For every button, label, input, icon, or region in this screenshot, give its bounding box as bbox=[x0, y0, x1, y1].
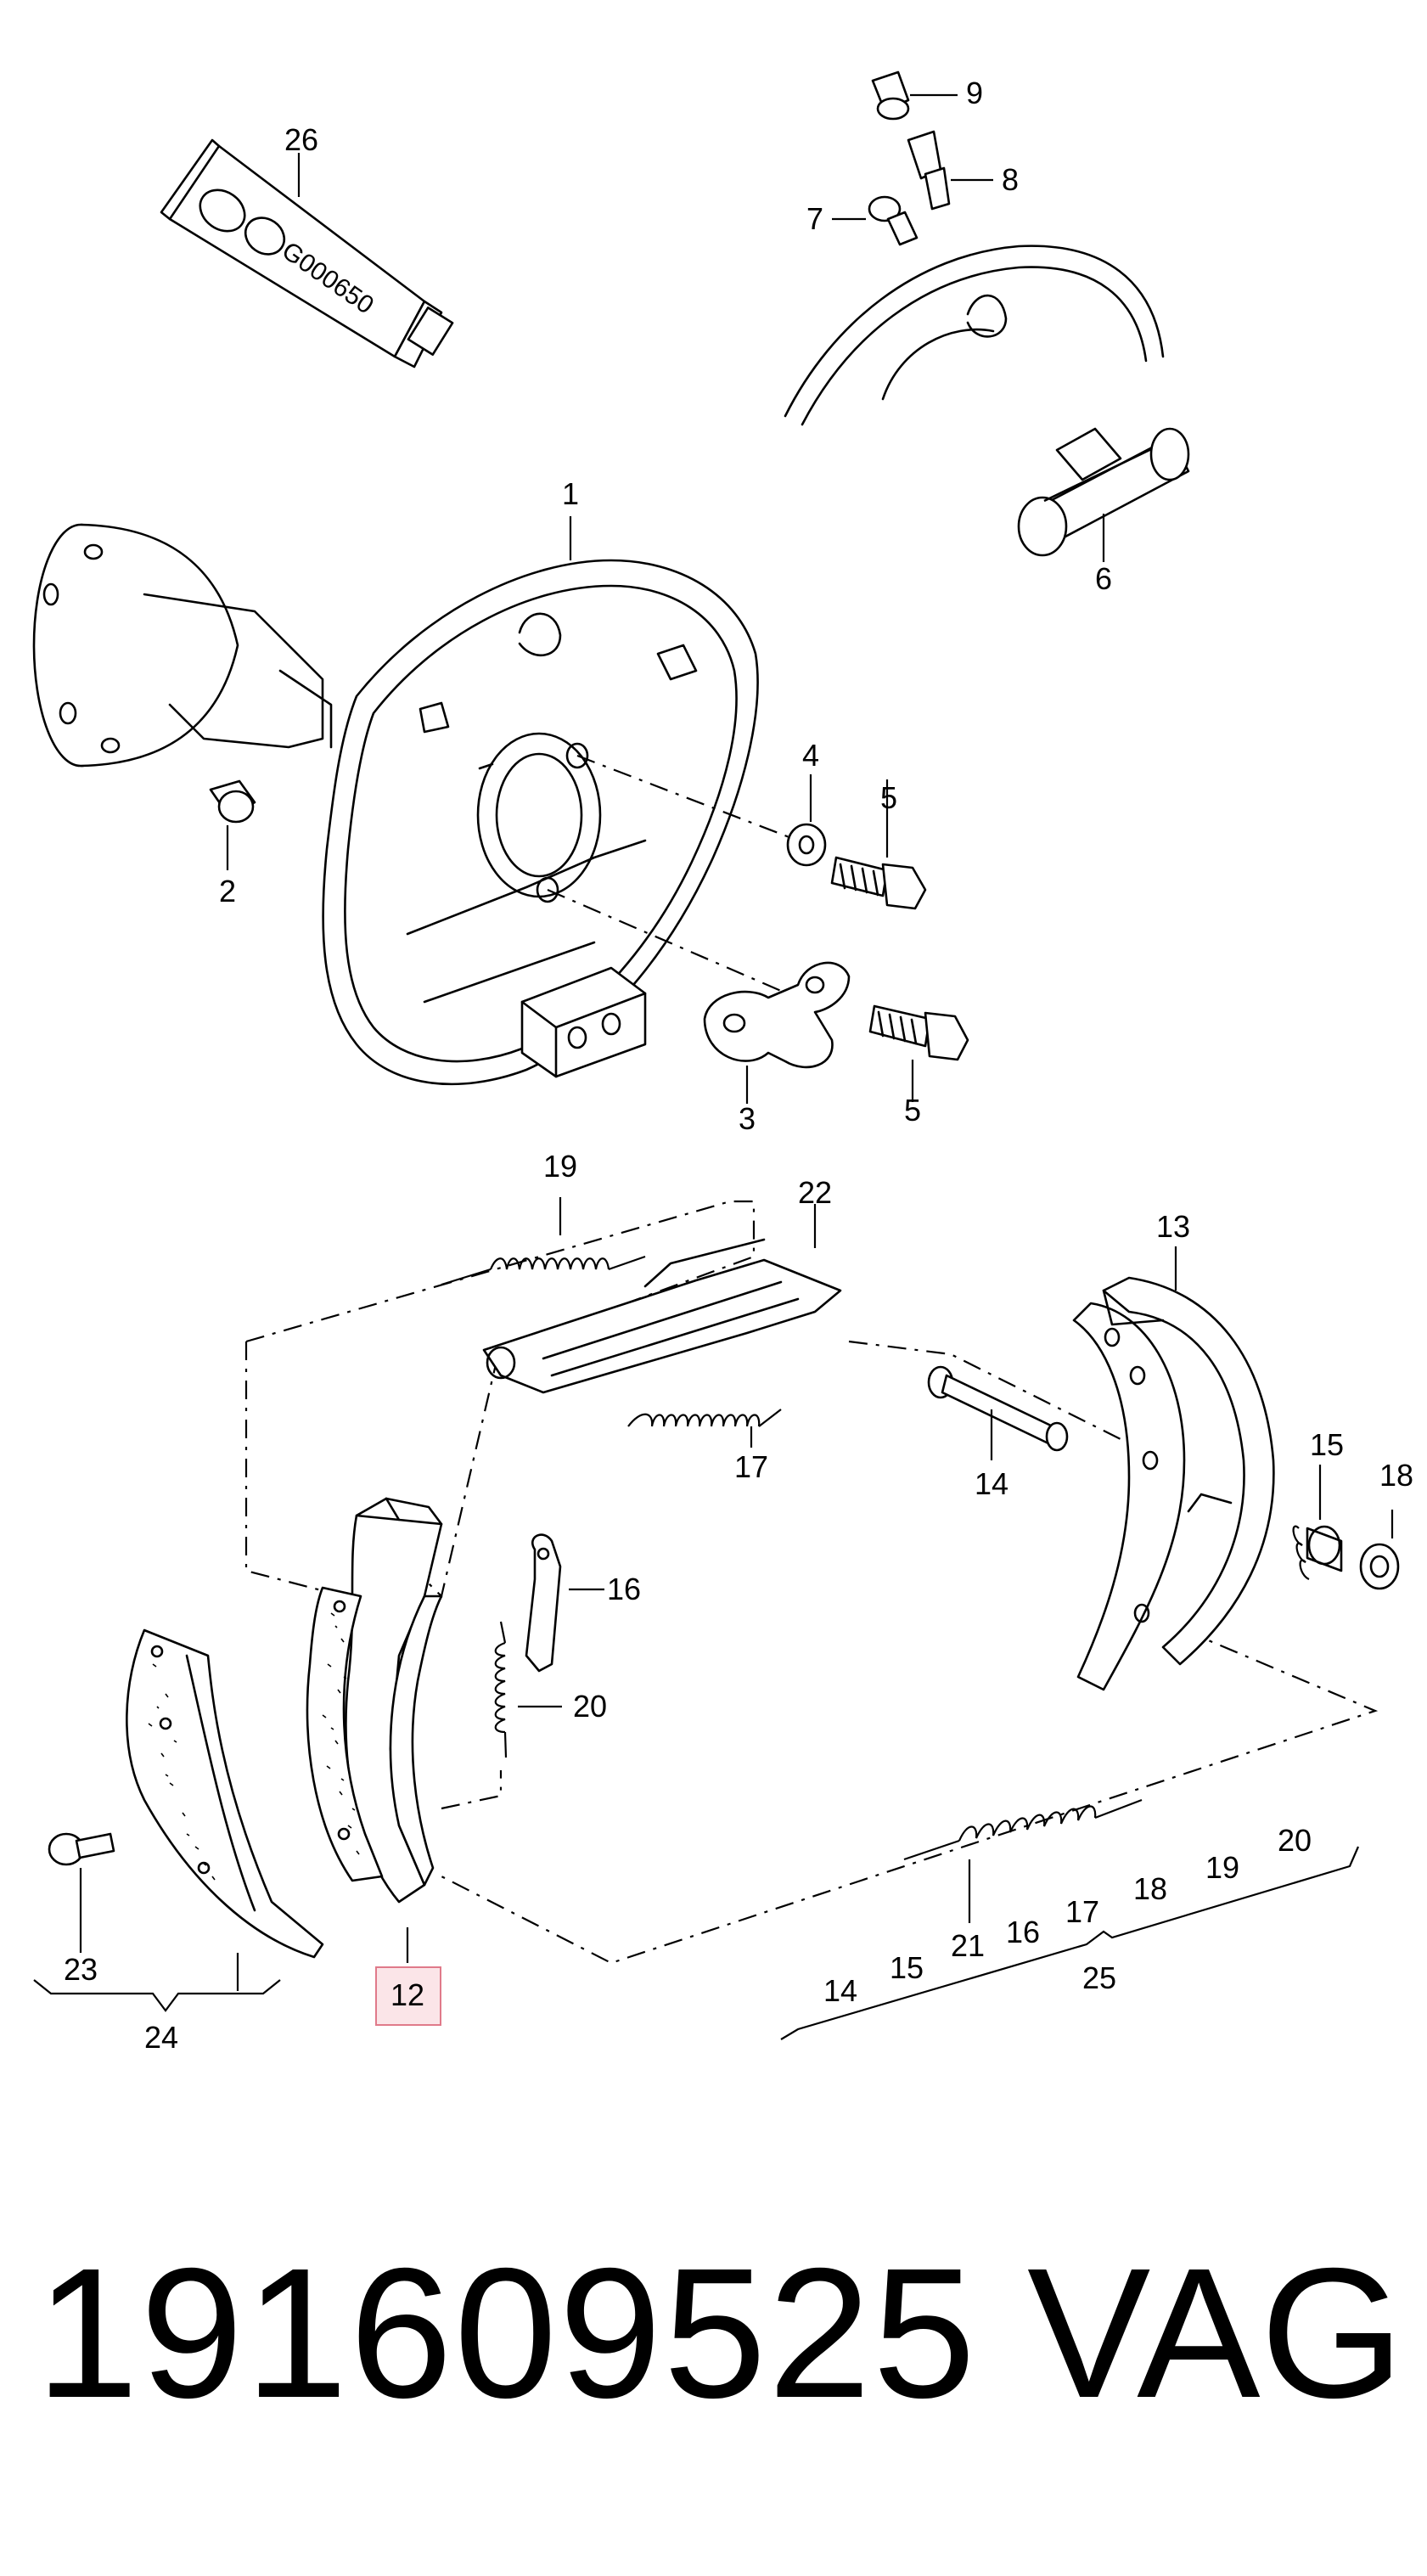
key-14: 14 bbox=[823, 1973, 858, 2008]
lining-rivet bbox=[48, 1832, 115, 1866]
exploded-parts-diagram: G000650 bbox=[32, 70, 1400, 2040]
retaining-pin bbox=[927, 1365, 1069, 1452]
callout-6: 6 bbox=[1094, 561, 1113, 596]
hex-bolt-lower bbox=[868, 1004, 969, 1061]
callout-24: 24 bbox=[143, 2020, 179, 2055]
callout-2: 2 bbox=[218, 874, 237, 908]
return-spring-lower bbox=[903, 1798, 1143, 1861]
adjuster-lever bbox=[525, 1533, 562, 1673]
callout-14: 14 bbox=[974, 1466, 1009, 1501]
washer bbox=[786, 823, 827, 867]
key-16: 16 bbox=[1005, 1915, 1041, 1949]
brake-backing-plate bbox=[322, 559, 759, 1086]
spring-washer bbox=[1359, 1543, 1400, 1590]
callout-1: 1 bbox=[561, 476, 580, 511]
key-18: 18 bbox=[1132, 1871, 1168, 1906]
return-spring-vertical bbox=[494, 1621, 508, 1758]
brake-lining-separate bbox=[126, 1628, 324, 1959]
callout-17: 17 bbox=[733, 1449, 769, 1484]
return-spring-upper bbox=[441, 1255, 646, 1286]
fixing-bolt-small bbox=[868, 195, 919, 246]
bracket-25 bbox=[780, 1846, 1360, 2040]
brake-lining-left bbox=[306, 1586, 384, 1882]
return-spring-middle bbox=[627, 1409, 782, 1427]
bracket-24 bbox=[33, 1979, 281, 2012]
callout-26: 26 bbox=[284, 122, 319, 157]
brand-name: VAG bbox=[1027, 2230, 1405, 2437]
callout-15: 15 bbox=[1309, 1427, 1345, 1462]
wheel-cylinder bbox=[1017, 427, 1190, 557]
adjuster-strut bbox=[482, 1238, 842, 1394]
callout-18: 18 bbox=[1379, 1458, 1414, 1493]
hub-nut bbox=[209, 779, 256, 824]
callout-5-lower: 5 bbox=[903, 1093, 922, 1128]
callout-13: 13 bbox=[1155, 1209, 1191, 1244]
callout-7: 7 bbox=[806, 201, 824, 236]
grease-tube: G000650 bbox=[160, 138, 454, 368]
bleed-valve bbox=[907, 130, 951, 211]
part-number: 191609525 bbox=[36, 2230, 978, 2437]
callout-19: 19 bbox=[542, 1149, 578, 1184]
callout-4: 4 bbox=[801, 738, 820, 773]
key-17: 17 bbox=[1065, 1894, 1100, 1929]
stub-axle bbox=[32, 523, 333, 768]
key-19: 19 bbox=[1205, 1850, 1240, 1885]
callout-9: 9 bbox=[965, 76, 984, 110]
key-15: 15 bbox=[889, 1950, 924, 1985]
brake-shoe-left bbox=[345, 1497, 443, 1904]
callout-5-upper: 5 bbox=[879, 780, 898, 815]
callout-3: 3 bbox=[738, 1101, 756, 1136]
callout-16: 16 bbox=[606, 1572, 642, 1606]
key-20: 20 bbox=[1277, 1823, 1312, 1858]
backing-plate-upper bbox=[784, 245, 1165, 426]
callout-8: 8 bbox=[1001, 162, 1020, 197]
callout-23: 23 bbox=[63, 1952, 98, 1987]
bleed-screw bbox=[871, 70, 910, 121]
mounting-plate bbox=[703, 961, 851, 1069]
callout-21: 21 bbox=[950, 1928, 986, 1963]
callout-12: 12 bbox=[390, 1977, 425, 2012]
highlight-box-12 bbox=[375, 1966, 441, 2026]
hex-bolt-upper bbox=[830, 856, 927, 910]
shoe-spring-cup bbox=[1292, 1525, 1343, 1581]
callout-25: 25 bbox=[1081, 1960, 1117, 1995]
callout-20: 20 bbox=[572, 1689, 608, 1724]
callout-22: 22 bbox=[797, 1175, 833, 1210]
brake-shoe-right bbox=[1072, 1276, 1275, 1691]
